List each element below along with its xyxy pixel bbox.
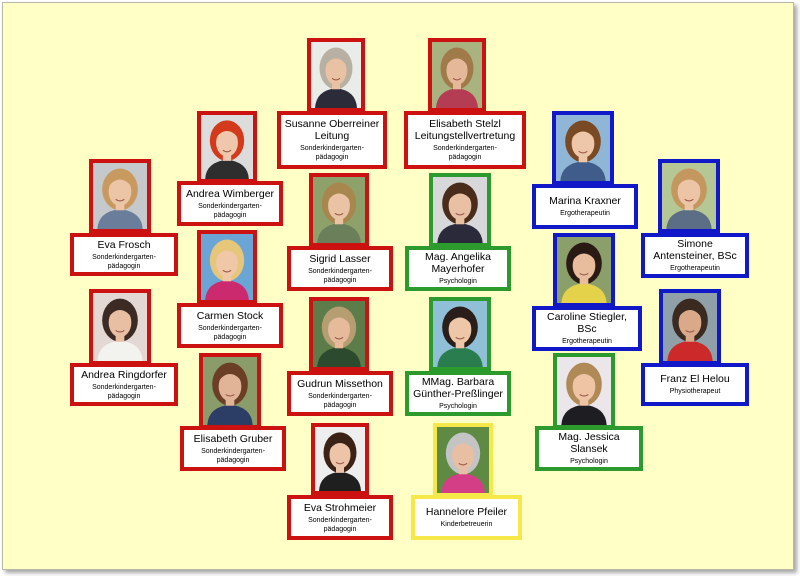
person-role: Sonderkindergarten-pädagogin <box>198 324 262 341</box>
person-role: Sonderkindergarten-pädagogin <box>308 267 372 284</box>
person-name: Simone Antensteiner, BSc <box>653 238 737 262</box>
person-role: Psychologin <box>439 278 477 285</box>
person-role: Psychologin <box>570 458 608 465</box>
portrait-photo-gruber <box>199 353 261 429</box>
person-role: Ergotherapeutin <box>670 265 720 272</box>
person-title: Leitung <box>314 130 350 142</box>
person-name: Eva Strohmeier <box>303 501 377 514</box>
portrait-photo-strohmeier <box>311 423 369 495</box>
person-role: Sonderkindergarten-pädagogin <box>308 392 372 409</box>
person-role: Psychologin <box>439 403 477 410</box>
person-name: Andrea Wimberger <box>185 187 275 200</box>
person-role: Kinderbetreuerin <box>440 521 493 528</box>
portrait-photo-missethon <box>309 297 369 371</box>
portrait-photo-slansek <box>553 353 615 429</box>
person-role: Sonderkindergarten-pädagogin <box>308 516 372 533</box>
person-role: Sonderkindergarten-pädagogin <box>92 253 156 270</box>
person-role: Physiotherapeut <box>669 388 721 395</box>
person-name: Carmen Stock <box>196 309 264 322</box>
person-role: Ergotherapeutin <box>562 338 612 345</box>
person-name: Elisabeth Stelzl <box>429 118 501 130</box>
person-role: Sonderkindergarten-pädagogin <box>201 447 265 464</box>
person-role: Sonderkindergarten-pädagogin <box>198 202 262 219</box>
person-name: Marina Kraxner <box>549 195 621 207</box>
person-name: Elisabeth Gruber <box>193 432 273 445</box>
person-role: Sonderkindergarten-pädagogin <box>92 383 156 400</box>
portrait-photo-oberreiner <box>307 38 365 112</box>
person-role: Sonderkindergarten-pädagogin <box>433 145 497 161</box>
person-name: Franz El Helou <box>660 373 730 385</box>
person-role: Sonderkindergarten-pädagogin <box>300 145 364 161</box>
portrait-photo-stiegler <box>553 233 615 307</box>
portrait-photo-frosch <box>89 159 151 233</box>
person-name: Caroline Stiegler, BSc <box>547 311 627 335</box>
person-name: Gudrun Missethon <box>297 377 383 390</box>
portrait-photo-wimberger <box>197 111 257 183</box>
portrait-photo-ringdorfer <box>89 289 151 365</box>
portrait-photo-lasser <box>309 173 369 247</box>
person-name: Hannelore Pfeiler <box>425 506 508 518</box>
portrait-photo-pfeiler <box>433 423 493 497</box>
portrait-photo-mayerhofer <box>429 173 491 247</box>
person-role: Ergotherapeutin <box>560 210 610 217</box>
person-name: MMag. Barbara Günther-Preßlinger <box>413 376 503 400</box>
person-name: Andrea Ringdorfer <box>81 368 167 381</box>
person-title: Leitungstellvertretung <box>414 130 516 142</box>
person-name: Eva Frosch <box>97 238 151 251</box>
person-name: Mag. Jessica Slansek <box>558 431 620 455</box>
portrait-photo-kraxner <box>552 111 614 185</box>
portrait-photo-antensteiner <box>658 159 720 233</box>
person-name: Sigrid Lasser <box>309 252 371 265</box>
portrait-photo-elhelou <box>659 289 721 365</box>
portrait-photo-stelzl <box>428 38 486 112</box>
portrait-photo-guenther <box>429 297 491 371</box>
person-name: Susanne Oberreiner <box>284 118 380 130</box>
portrait-photo-stock <box>197 230 257 304</box>
person-name: Mag. Angelika Mayerhofer <box>425 251 491 275</box>
